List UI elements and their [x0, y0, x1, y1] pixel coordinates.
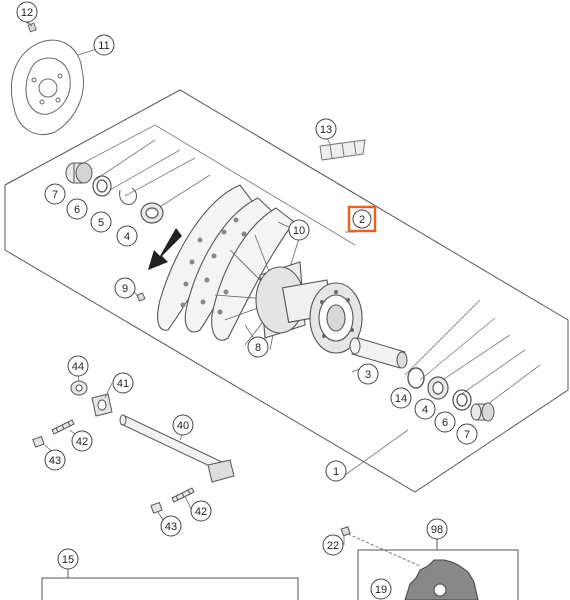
- svg-text:11: 11: [98, 40, 109, 52]
- svg-text:42: 42: [76, 436, 88, 448]
- svg-text:6: 6: [74, 204, 80, 216]
- inner-leader-lines: [69, 124, 541, 481]
- sprocket-bolt-illustration: [340, 526, 421, 567]
- svg-text:44: 44: [72, 361, 84, 373]
- svg-text:41: 41: [117, 378, 129, 390]
- svg-text:43: 43: [49, 455, 61, 467]
- callout-7-right: 7: [456, 423, 478, 445]
- callout-4-right: 4: [414, 398, 436, 420]
- right-bearing-illustration: [427, 376, 449, 400]
- callout-9: 9: [114, 277, 136, 299]
- svg-text:4: 4: [124, 231, 130, 243]
- svg-text:12: 12: [21, 7, 33, 19]
- svg-text:9: 9: [122, 283, 128, 295]
- callouts: 12 11 13 7 6 5 4 10 9 8 3 14 4 6 7 1 44 …: [16, 1, 478, 600]
- rotation-arrow-icon: [148, 228, 182, 270]
- callout-11: 11: [93, 34, 115, 56]
- axle-illustration: [119, 414, 235, 483]
- callout-8: 8: [247, 336, 269, 358]
- svg-text:40: 40: [177, 420, 189, 432]
- callout-44: 44: [67, 355, 89, 377]
- hub-illustration: [255, 261, 363, 354]
- callout-4-left: 4: [116, 225, 138, 247]
- callout-22: 22: [322, 534, 344, 556]
- callout-98: 98: [426, 518, 448, 540]
- brake-disc-illustration: [10, 39, 84, 135]
- svg-text:1: 1: [333, 466, 339, 478]
- chain-adjuster-illustration: [91, 393, 113, 417]
- callout-6-left: 6: [66, 198, 88, 220]
- svg-text:19: 19: [375, 584, 387, 596]
- svg-text:3: 3: [365, 369, 371, 381]
- svg-text:7: 7: [52, 189, 58, 201]
- callout-6-right: 6: [434, 411, 456, 433]
- adjuster-nut-left-illustration: [32, 435, 45, 448]
- callout-1: 1: [325, 460, 347, 482]
- svg-text:13: 13: [320, 124, 332, 136]
- circlip-illustration: [119, 187, 137, 205]
- callout-13: 13: [315, 118, 337, 140]
- svg-text:7: 7: [464, 429, 470, 441]
- svg-text:43: 43: [165, 521, 177, 533]
- valve-screw-illustration: [136, 292, 146, 302]
- right-seal-illustration: [452, 389, 472, 411]
- adjuster-screw-right-illustration: [171, 487, 195, 503]
- callout-14: 14: [390, 387, 412, 409]
- svg-text:5: 5: [98, 217, 104, 229]
- axle-sleeve-illustration: [349, 337, 408, 369]
- svg-text:15: 15: [62, 554, 74, 566]
- svg-text:22: 22: [327, 540, 339, 552]
- callout-3: 3: [357, 363, 379, 385]
- callout-2-highlighted[interactable]: 2: [347, 205, 377, 233]
- svg-text:6: 6: [442, 417, 448, 429]
- left-spacer-illustration: [65, 162, 93, 184]
- callout-5: 5: [90, 211, 112, 233]
- callout-43-right: 43: [160, 515, 182, 537]
- svg-text:14: 14: [395, 393, 407, 405]
- callout-43-left: 43: [44, 449, 66, 471]
- adjuster-screw-left-illustration: [51, 419, 75, 435]
- adjuster-nut-right-illustration: [150, 501, 163, 514]
- svg-text:4: 4: [422, 404, 428, 416]
- left-seal-illustration: [140, 202, 164, 224]
- callout-12: 12: [16, 1, 38, 23]
- right-oring-illustration: [407, 367, 425, 389]
- callout-40: 40: [172, 414, 194, 436]
- svg-text:98: 98: [431, 524, 443, 536]
- callout-42-left: 42: [71, 430, 93, 452]
- right-spacer-illustration: [470, 402, 495, 422]
- rim-illustration: [157, 184, 295, 341]
- rim-tape-illustration: [319, 139, 366, 161]
- callout-42-right: 42: [190, 500, 212, 522]
- sprocket-illustration: [404, 559, 479, 600]
- wheel-assembly-frame: [4, 89, 569, 493]
- chain-adjuster-nut-illustration: [70, 380, 88, 396]
- svg-text:10: 10: [293, 225, 305, 237]
- callout-19: 19: [370, 578, 392, 600]
- callout-10: 10: [288, 219, 310, 241]
- left-bearing-illustration: [92, 175, 112, 197]
- svg-text:8: 8: [255, 342, 261, 354]
- svg-text:2: 2: [359, 214, 365, 226]
- svg-text:42: 42: [195, 506, 207, 518]
- callout-7-left: 7: [44, 183, 66, 205]
- tire-group-box: [41, 567, 299, 600]
- callout-41: 41: [112, 372, 134, 394]
- callout-15: 15: [57, 548, 79, 570]
